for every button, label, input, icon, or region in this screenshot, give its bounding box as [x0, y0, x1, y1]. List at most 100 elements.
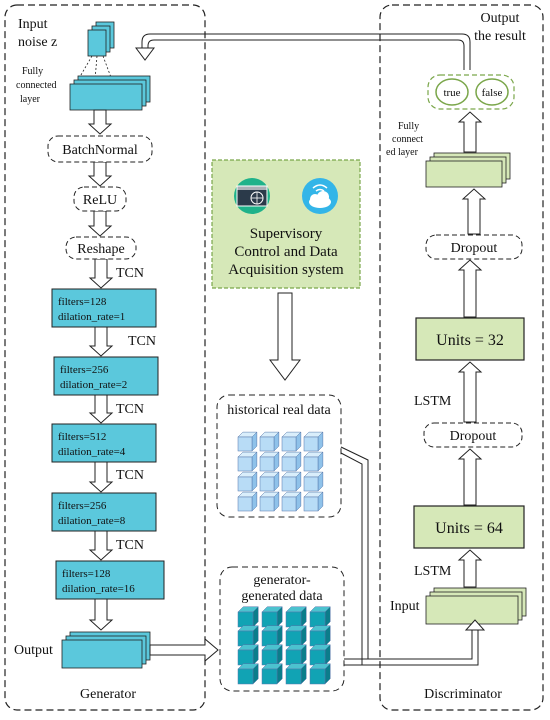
historical-cube	[259, 451, 280, 472]
tcn-block-2-filters: filters=256	[60, 364, 109, 376]
tcn-block-1-filters: filters=128	[58, 296, 107, 308]
scada-box	[211, 159, 361, 289]
tcn-block-2-dilation: dilation_rate=2	[60, 379, 127, 391]
tcn-block-1-dilation: dilation_rate=1	[58, 311, 125, 323]
generated-cube	[285, 663, 307, 685]
noise-label: noise z	[18, 35, 57, 50]
false-circle	[475, 78, 509, 106]
generated-cube	[237, 606, 259, 628]
lstm-label-lower: LSTM	[414, 564, 452, 579]
historical-data-cubes	[237, 431, 324, 512]
units-32-label: Units = 32	[436, 332, 504, 349]
generator-fc-layer	[69, 75, 151, 111]
generated-cube	[309, 625, 331, 647]
discriminator-arrow-2	[461, 188, 487, 235]
generated-cube	[285, 606, 307, 628]
cloud-wifi-icon	[302, 178, 338, 214]
relu-label: ReLU	[83, 193, 117, 208]
historical-cube	[237, 431, 258, 452]
generator-flow-arrows	[87, 109, 114, 631]
historical-cube	[237, 451, 258, 472]
generated-cube	[261, 625, 283, 647]
fc-label-2: connected	[16, 80, 57, 91]
generator-panel	[4, 4, 206, 711]
discriminator-arrow-1	[457, 111, 483, 153]
generator-output-stack	[61, 631, 151, 669]
disc-fc-label-1: Fully	[398, 121, 419, 132]
generated-cube	[309, 663, 331, 685]
tcn-label-4: TCN	[116, 468, 144, 483]
tcn-block-4-filters: filters=256	[58, 500, 107, 512]
disc-fc-label-3: ed layer	[386, 147, 419, 158]
tcn-block-1: filters=128 dilation_rate=1	[51, 288, 157, 328]
generated-cube	[237, 644, 259, 666]
disc-input-arrowhead	[464, 619, 486, 631]
disc-input-label: Input	[390, 599, 420, 614]
dropout-label-lower: Dropout	[450, 429, 497, 444]
generator-arrow-8	[88, 530, 114, 561]
generated-cube	[261, 644, 283, 666]
discriminator-title: Discriminator	[424, 687, 502, 702]
feedback-arrowhead	[135, 47, 155, 61]
input-label: Input	[18, 17, 48, 32]
discriminator-input-stack	[425, 587, 527, 625]
tcn-block-4: filters=256 dilation_rate=8	[51, 492, 157, 532]
scada-to-historical-arrow	[269, 292, 301, 381]
true-label: true	[443, 87, 460, 99]
historical-cube	[281, 451, 302, 472]
feedback-line-outer	[141, 33, 471, 70]
tcn-label-1: TCN	[116, 266, 144, 281]
historical-cube	[237, 491, 258, 512]
historical-cube	[303, 451, 324, 472]
fc-label-3: layer	[20, 94, 41, 105]
scada-text-3: Acquisition system	[228, 262, 344, 278]
historical-cube	[259, 431, 280, 452]
tcn-block-5: filters=128 dilation_rate=16	[55, 560, 165, 600]
historical-cube	[259, 491, 280, 512]
tcn-block-3-dilation: dilation_rate=4	[58, 446, 126, 458]
monitor-globe-icon	[234, 178, 270, 214]
reshape-box	[65, 236, 137, 260]
generator-arrow-7	[88, 461, 114, 493]
noise-input-icon	[87, 21, 115, 57]
fc-label-1: Fully	[22, 66, 43, 77]
relu-box	[73, 186, 127, 212]
discriminator-fc-layer	[425, 152, 511, 188]
generated-cube	[237, 625, 259, 647]
generated-data-cubes	[237, 606, 331, 685]
discriminator-arrow-5	[457, 448, 483, 506]
tcn-block-3: filters=512 dilation_rate=4	[51, 423, 157, 463]
generated-cube	[285, 625, 307, 647]
historical-cube	[303, 491, 324, 512]
generator-title: Generator	[80, 687, 136, 702]
scada-text-2: Control and Data	[234, 244, 338, 260]
generator-arrow-3	[87, 210, 113, 237]
discriminator-flow-arrows	[457, 111, 487, 588]
feedback-line-inner	[147, 39, 465, 70]
tcn-label-2: TCN	[128, 334, 156, 349]
discriminator-arrow-4	[457, 361, 483, 423]
historical-to-disc-line-b	[340, 452, 479, 666]
tcn-label-5: TCN	[116, 538, 144, 553]
tcn-block-2: filters=256 dilation_rate=2	[53, 356, 159, 396]
reshape-label: Reshape	[77, 242, 124, 257]
historical-cube	[281, 431, 302, 452]
discriminator-arrow-6	[457, 549, 483, 588]
historical-to-disc-line-a	[340, 446, 473, 660]
disc-fc-label-2: connect	[392, 134, 423, 145]
true-circle	[435, 78, 469, 106]
historical-cube	[237, 471, 258, 492]
tcn-block-5-filters: filters=128	[62, 568, 111, 580]
tcn-block-3-filters: filters=512	[58, 431, 106, 443]
batchnorm-box	[47, 135, 153, 163]
generated-cube	[285, 644, 307, 666]
historical-label: historical real data	[227, 403, 331, 418]
dropout-box-lower	[423, 422, 523, 448]
historical-cube	[281, 491, 302, 512]
discriminator-output-label-1: Output	[481, 11, 520, 26]
lstm-units-64	[413, 505, 525, 549]
generated-cube	[309, 606, 331, 628]
discriminator-output-label-2: the result	[474, 29, 526, 44]
false-label: false	[482, 87, 503, 99]
